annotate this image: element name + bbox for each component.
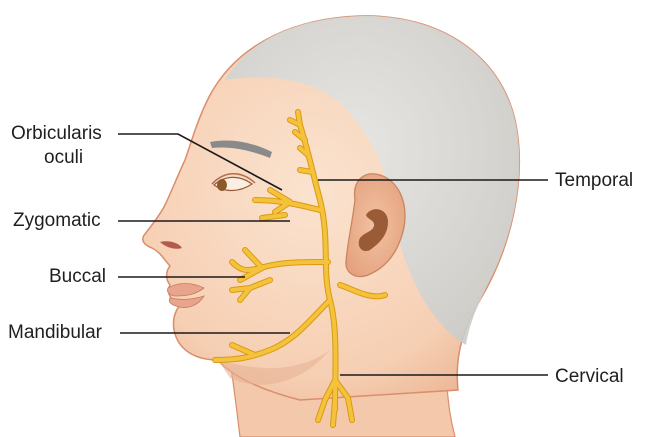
- label-zygomatic: Zygomatic: [13, 210, 101, 232]
- iris: [217, 179, 227, 191]
- label-buccal: Buccal: [49, 266, 106, 288]
- label-mandibular: Mandibular: [8, 322, 102, 344]
- label-cervical: Cervical: [555, 366, 624, 388]
- label-orbicularis-oculi-line2: oculi: [44, 147, 83, 169]
- label-temporal: Temporal: [555, 170, 633, 192]
- label-orbicularis-oculi-line1: Orbicularis: [11, 123, 102, 145]
